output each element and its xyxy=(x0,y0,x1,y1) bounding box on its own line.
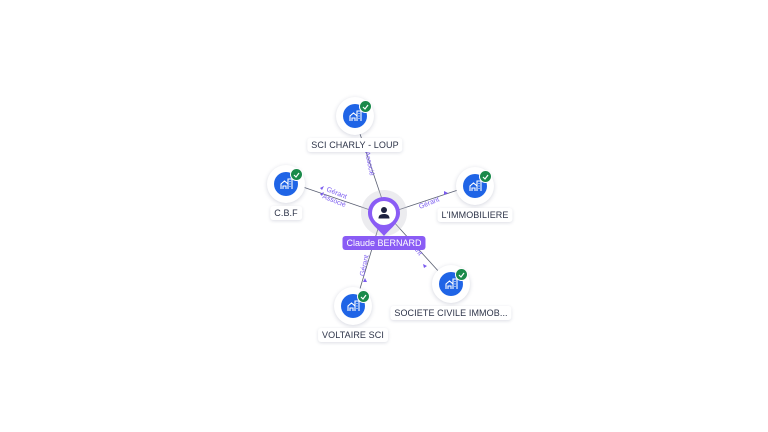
verified-check-icon xyxy=(455,268,468,281)
edge-label-sci-charly-loup: Associé xyxy=(363,151,375,177)
company-name: C.B.F xyxy=(270,206,302,220)
arrow-voltaire-sci xyxy=(363,278,367,282)
verified-check-icon xyxy=(479,170,492,183)
verified-check-icon xyxy=(359,100,372,113)
company-name: L'IMMOBILIERE xyxy=(437,208,513,222)
person-icon xyxy=(378,207,390,219)
arrow-societe-civile xyxy=(423,264,427,268)
person-name: Claude BERNARD xyxy=(342,236,426,250)
verified-check-icon xyxy=(290,168,303,181)
edge-label-voltaire-sci: Gérant xyxy=(359,254,370,276)
company-name: SCI CHARLY - LOUP xyxy=(307,138,403,152)
arrow-limmobiliere xyxy=(444,191,448,195)
verified-check-icon xyxy=(357,290,370,303)
edge-cbf xyxy=(299,185,377,213)
company-name: SOCIETE CIVILE IMMOB... xyxy=(390,306,512,320)
arrow-cbf xyxy=(320,186,324,190)
map-pin-icon xyxy=(368,197,400,236)
company-name: VOLTAIRE SCI xyxy=(318,328,388,342)
arrow-cbf-2 xyxy=(320,192,324,196)
